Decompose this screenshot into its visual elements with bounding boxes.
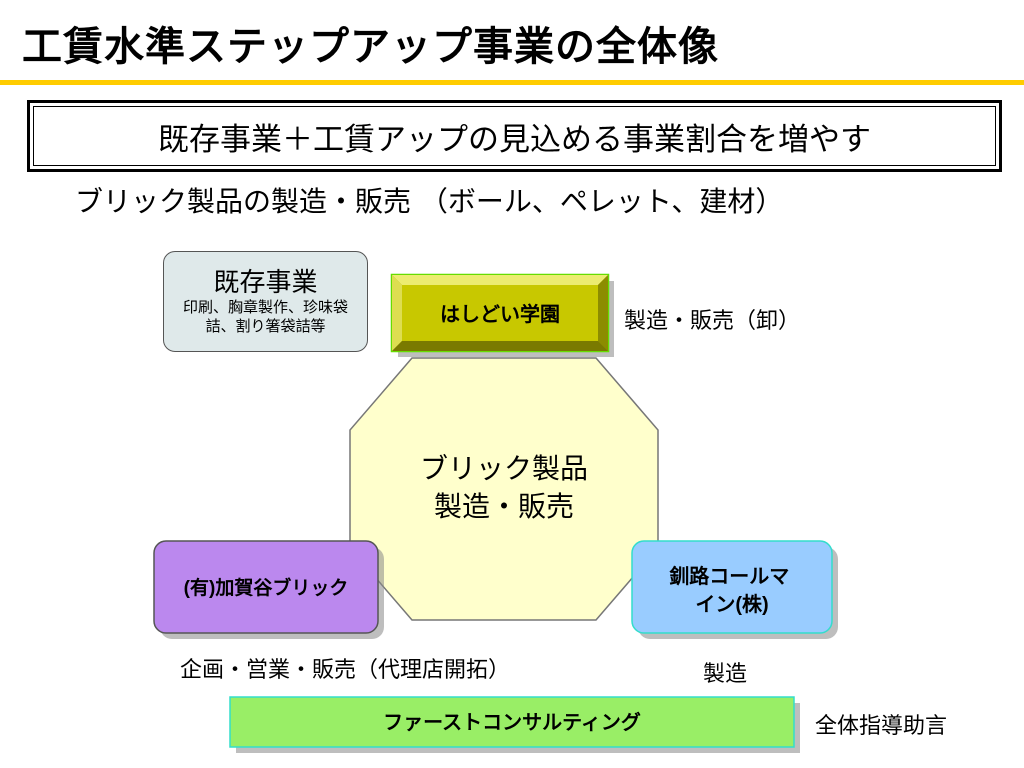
- hashidoi-role: 製造・販売（卸）: [624, 309, 801, 334]
- kaga-role-text: 企画・営業・販売（代理店開拓）: [180, 658, 511, 683]
- title-underline: [0, 80, 1024, 85]
- subtitle: ブリック製品の製造・販売 （ボール、ペレット、建材）: [75, 185, 784, 218]
- center-octagon-line1: ブリック製品: [420, 453, 588, 484]
- framed-statement-text: 既存事業＋工賃アップの見込める事業割合を増やす: [33, 106, 996, 166]
- framed-statement-box: 既存事業＋工賃アップの見込める事業割合を増やす: [27, 100, 1002, 172]
- existing-business-detail: 印刷、胸章製作、珍味袋詰、割り箸袋詰等: [182, 297, 348, 335]
- kaga-box: (有)加賀谷ブリック: [153, 540, 384, 639]
- first-consulting-role: 全体指導助言: [815, 714, 948, 739]
- first-consulting-name: ファーストコンサルティング: [383, 710, 641, 734]
- existing-business-box: 既存事業 印刷、胸章製作、珍味袋詰、割り箸袋詰等: [163, 251, 368, 352]
- kushiro-role: 製造: [703, 662, 748, 687]
- first-consulting-box: ファーストコンサルティング: [229, 696, 800, 753]
- hashidoi-name: はしどい学園: [440, 302, 560, 326]
- center-octagon: [349, 357, 659, 621]
- kushiro-name: 釧路コールマ イン(株): [669, 564, 795, 616]
- kushiro-box: 釧路コールマ イン(株): [631, 540, 838, 639]
- hashidoi-box: はしどい学園: [390, 273, 614, 357]
- center-octagon-line2: 製造・販売: [434, 491, 574, 522]
- existing-business-title: 既存事業: [213, 267, 318, 298]
- page-title: 工賃水準ステップアップ事業の全体像: [22, 24, 719, 70]
- kaga-name: (有)加賀谷ブリック: [184, 576, 349, 599]
- kushiro-name-line2: イン(株): [695, 593, 768, 616]
- kushiro-name-line1: 釧路コールマ: [669, 564, 789, 588]
- kaga-role: 企画・営業・販売（代理店開拓）: [180, 656, 520, 686]
